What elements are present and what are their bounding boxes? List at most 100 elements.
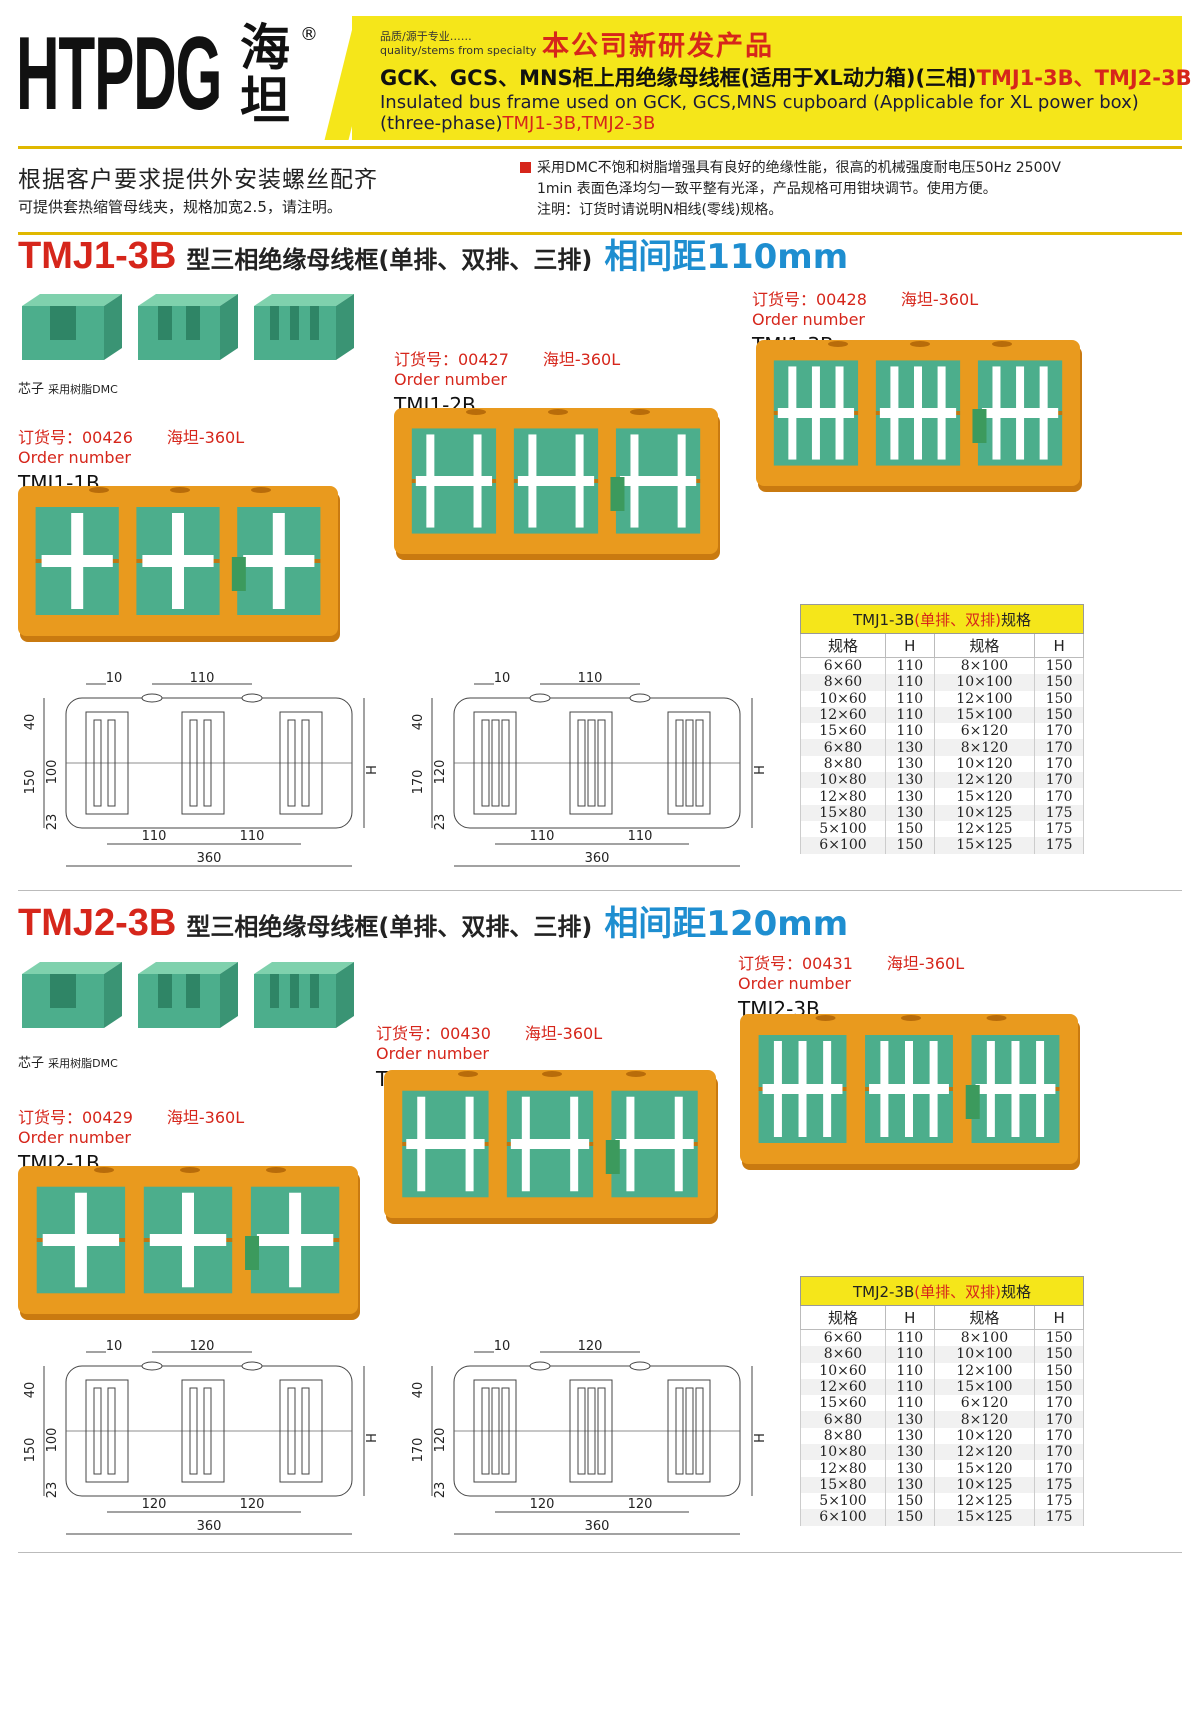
core-side (104, 294, 122, 360)
bus-frame-image (740, 1014, 1080, 1170)
bus-outline (695, 719, 704, 807)
slogan-en: quality/stems from specialty (380, 44, 537, 57)
intro-line-3: 注明：订货时请说明N相线(零线)规格。 (537, 202, 783, 218)
bus-outline (93, 719, 102, 807)
bus-frame-image (18, 486, 340, 642)
dim-label: 23 (45, 814, 60, 831)
spec-cell: 6×80 (800, 1411, 886, 1428)
bus-outline (287, 1387, 296, 1475)
spec-cell: 130 (884, 788, 935, 805)
window-outline (473, 711, 517, 815)
spec-header: 规格 (800, 1305, 886, 1330)
dim-label: 10 (106, 672, 123, 686)
section-divider (18, 890, 1182, 891)
bus-slot (517, 476, 595, 486)
core-slot (290, 974, 299, 1008)
core-slot (290, 306, 299, 340)
core-slot (270, 974, 279, 1008)
bus-outline (301, 1387, 310, 1475)
spec-cell: 8×80 (800, 755, 886, 773)
spec-caption-type: (单排、双排) (914, 1282, 1002, 1301)
title-en-text2: (three-phase) (380, 113, 503, 134)
bus-outline (577, 1387, 586, 1475)
core-window (773, 360, 859, 466)
bus-slot (981, 408, 1059, 418)
dim-label: 120 (240, 1497, 265, 1512)
spec-cell: 150 (1034, 706, 1084, 724)
spec-cell: 170 (1034, 1444, 1084, 1461)
mount-hole (815, 1015, 836, 1021)
dim-label: 360 (197, 851, 222, 866)
core-side (220, 962, 238, 1028)
dim-label: 110 (240, 829, 265, 844)
spec-cell: 150 (1034, 1329, 1084, 1347)
spec-caption-type: (单排、双排) (914, 610, 1002, 629)
dim-label: 360 (585, 851, 610, 866)
bus-outline (491, 719, 500, 807)
spec-cell: 150 (884, 1509, 935, 1526)
dim-label: 10 (494, 672, 511, 686)
core-slot (50, 306, 76, 340)
mount-hole (828, 341, 848, 347)
spec-cell: 6×120 (933, 1395, 1036, 1412)
core-image (22, 962, 122, 1028)
order-number-en: Order number (394, 370, 507, 389)
window-outline (85, 1379, 129, 1483)
bus-slot (777, 408, 855, 418)
core-piece (14, 960, 126, 1028)
core-window (977, 360, 1063, 466)
dim-label: 40 (411, 1382, 426, 1399)
order-brand: 海坦-360L (900, 290, 979, 309)
window-outline (279, 1379, 323, 1483)
core-side (336, 962, 354, 1028)
bus-slot (975, 1084, 1056, 1094)
dim-label: 360 (585, 1519, 610, 1534)
bus-slot (619, 476, 697, 486)
bus-slot (142, 555, 214, 567)
window-outline (667, 711, 711, 815)
core-image (254, 294, 354, 360)
logo-cn: 海坦 (240, 19, 290, 130)
core-window (36, 1186, 126, 1294)
bus-outline (481, 719, 490, 807)
spec-cell: 10×120 (933, 1427, 1036, 1445)
spec-cell: 170 (1034, 1460, 1084, 1477)
spec-caption-suffix: 规格 (1001, 1282, 1032, 1301)
header-rule (18, 146, 1182, 149)
core-caption: 芯子 采用树脂DMC (18, 378, 118, 397)
product-sticker (610, 477, 625, 511)
section-model: TMJ1-3B (18, 235, 177, 277)
spec-cell: 175 (1034, 820, 1084, 838)
core-piece (130, 960, 242, 1028)
product-sticker (972, 409, 987, 443)
order-number-en: Order number (18, 448, 131, 467)
core-window (402, 1090, 489, 1198)
bus-outline (675, 719, 684, 807)
mount-hole (89, 487, 109, 493)
core-window (758, 1035, 847, 1143)
dim-label: 40 (411, 714, 426, 731)
dim-label: 150 (23, 1438, 38, 1463)
spec-cell: 15×100 (933, 706, 1036, 724)
dim-label: 120 (190, 1340, 215, 1354)
spec-caption-row: TMJ2-3B(单排、双排)规格 (800, 1276, 1084, 1306)
order-brand: 海坦-360L (524, 1024, 603, 1043)
bus-slot (869, 1084, 949, 1094)
spec-cell: 130 (884, 755, 935, 773)
order-number: 订货号：00429 (18, 1108, 133, 1127)
core-piece (130, 292, 242, 360)
mount-hole (986, 1015, 1007, 1021)
order-brand: 海坦-360L (542, 350, 621, 369)
dim-label: 110 (578, 672, 603, 686)
